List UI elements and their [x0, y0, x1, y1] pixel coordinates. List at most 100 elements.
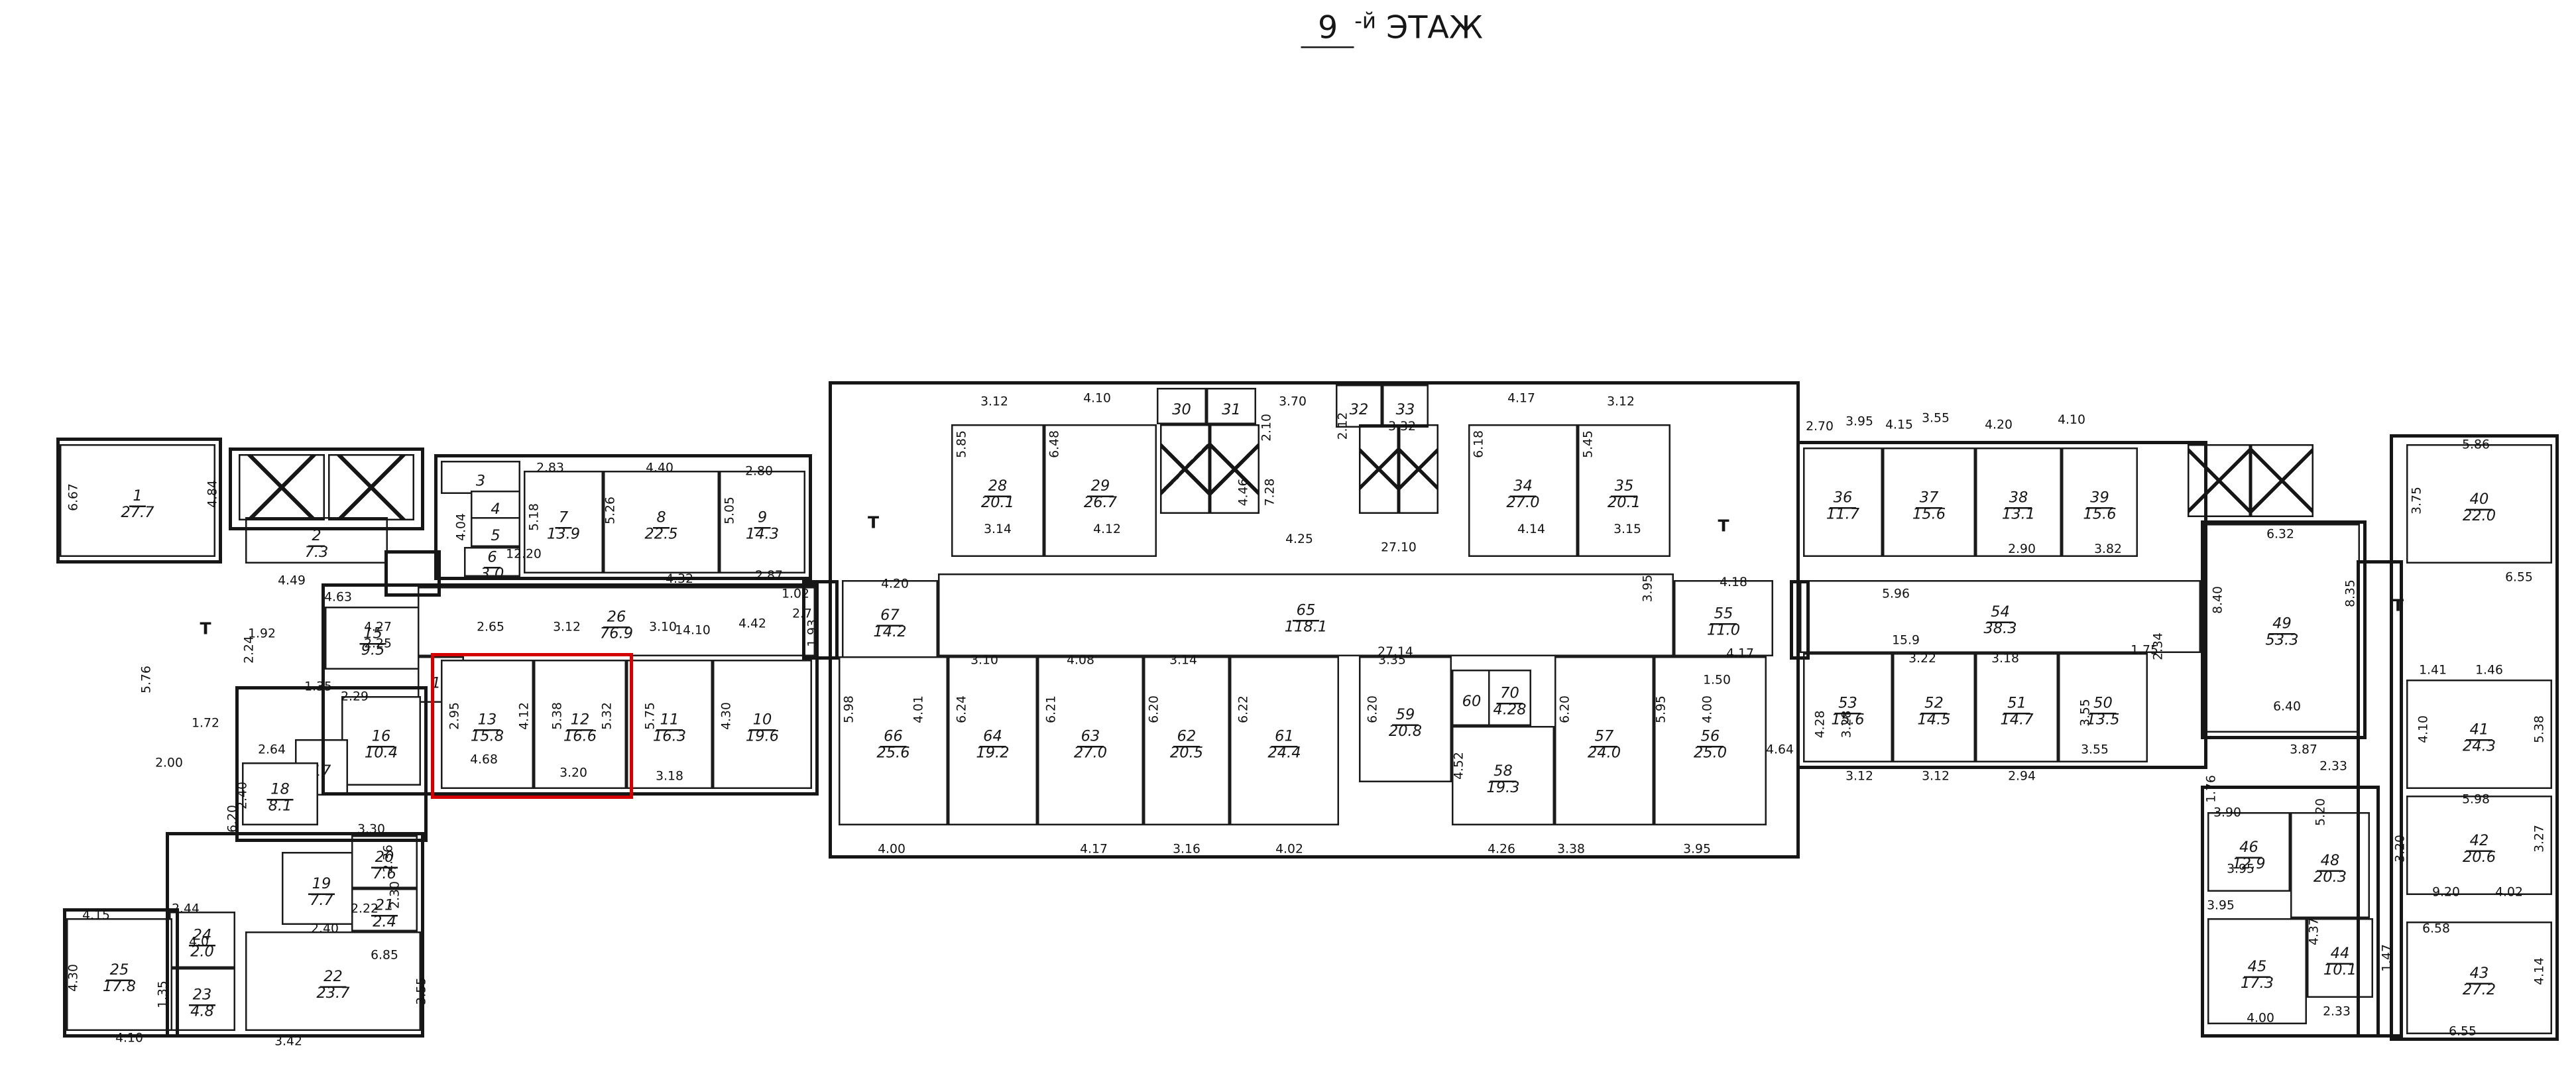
room-area: 9.5 [361, 643, 385, 660]
room-area: 20.3 [2313, 870, 2347, 887]
dimension-label: 3.35 [1378, 652, 1406, 668]
dimension-label: 4.46 [1235, 478, 1251, 507]
dimension-label: 3.87 [2290, 741, 2317, 757]
room-30: 30 [1157, 388, 1206, 424]
dimension-label: 5.75 [642, 702, 658, 730]
room-area: 26.7 [1083, 495, 1118, 512]
room-area: 11.7 [1826, 507, 1860, 524]
room-area: 14.5 [1917, 713, 1951, 729]
dimension-label: 2.00 [155, 754, 183, 770]
dimension-label: 14.10 [675, 622, 711, 638]
room-area: 27.2 [2462, 983, 2496, 1000]
elevator-shaft-icon [328, 454, 414, 520]
dimension-label: 2.83 [536, 459, 564, 475]
room-area: 2.0 [190, 945, 214, 961]
dimension-label: 6.55 [2505, 569, 2533, 585]
room-area: 10.1 [2323, 963, 2357, 980]
dimension-label: 6.67 [65, 483, 81, 511]
dimension-label: 27.14 [1377, 644, 1413, 659]
room-area: 53.3 [2265, 633, 2299, 650]
dimension-label: 6.48 [1046, 430, 1062, 458]
dimension-label: 1.76 [2203, 775, 2219, 803]
dimension-label: 2.64 [258, 741, 286, 757]
dimension-label: 5.18 [526, 503, 542, 531]
room-number: 45 [2244, 959, 2270, 978]
room-area: 13.5 [2086, 713, 2120, 729]
room-number: 48 [2317, 853, 2343, 872]
room-number: 35 [1611, 479, 1637, 497]
dimension-label: 2.40 [311, 920, 339, 936]
dimension-label: 3.22 [1908, 650, 1936, 666]
room-number: 57 [1591, 729, 1617, 748]
room-area: 7.3 [304, 545, 329, 562]
dimension-label: 1.72 [192, 715, 219, 731]
room-area: 25.6 [876, 746, 910, 762]
room-area: 16.6 [563, 729, 597, 746]
dimension-label: 4.26 [1488, 841, 1515, 857]
dimension-label: 6.20 [1556, 695, 1572, 723]
room-number: 6 [484, 550, 500, 569]
room-number: 33 [1395, 402, 1415, 419]
room-number: 24 [189, 927, 215, 947]
plan-title: 9-й ЭТАЖ [1210, 10, 1574, 48]
room-number: 11 [656, 712, 683, 731]
dimension-label: 4.37 [2306, 918, 2321, 945]
dimension-label: 4.49 [278, 572, 306, 588]
room-area: 25.0 [1693, 746, 1727, 762]
dimension-label: 8.40 [2209, 586, 2225, 614]
dimension-label: 3.12 [980, 393, 1008, 409]
dimension-label: 2.22 [351, 900, 379, 916]
dimension-label: 7.28 [1261, 478, 1277, 507]
dimension-label: 4.00 [878, 841, 906, 857]
dimension-label: 3.14 [1169, 652, 1197, 668]
dimension-label: 4.17 [1726, 645, 1754, 661]
room-number: 66 [880, 729, 906, 748]
dimension-label: 3.30 [357, 821, 385, 837]
room-number: 5 [491, 528, 500, 545]
dimension-label: 5.32 [599, 702, 615, 730]
dimension-label: 5.98 [841, 695, 856, 723]
dimension-label: 6.32 [2266, 526, 2294, 542]
room-area: 17.3 [2240, 976, 2274, 993]
room-area: 4.28 [1493, 703, 1527, 719]
room-area: 27.7 [121, 505, 154, 522]
dimension-label: 2.94 [2008, 768, 2036, 784]
dimension-label: 5.86 [2462, 436, 2490, 452]
room-label: 3 [473, 463, 489, 491]
dimension-label: 4.10 [2415, 715, 2431, 743]
room-label: 33 [1393, 392, 1419, 420]
dimension-label: 5.05 [721, 497, 737, 524]
dimension-label: 4.40 [646, 459, 673, 475]
dimension-label: 3.15 [1613, 521, 1641, 536]
dimension-label: 3.95 [2227, 861, 2254, 876]
room-area: 76.9 [599, 626, 634, 643]
room-label: 31 [1218, 392, 1244, 420]
room-area: 19.3 [1486, 780, 1520, 798]
room-number: 21 [371, 898, 398, 917]
